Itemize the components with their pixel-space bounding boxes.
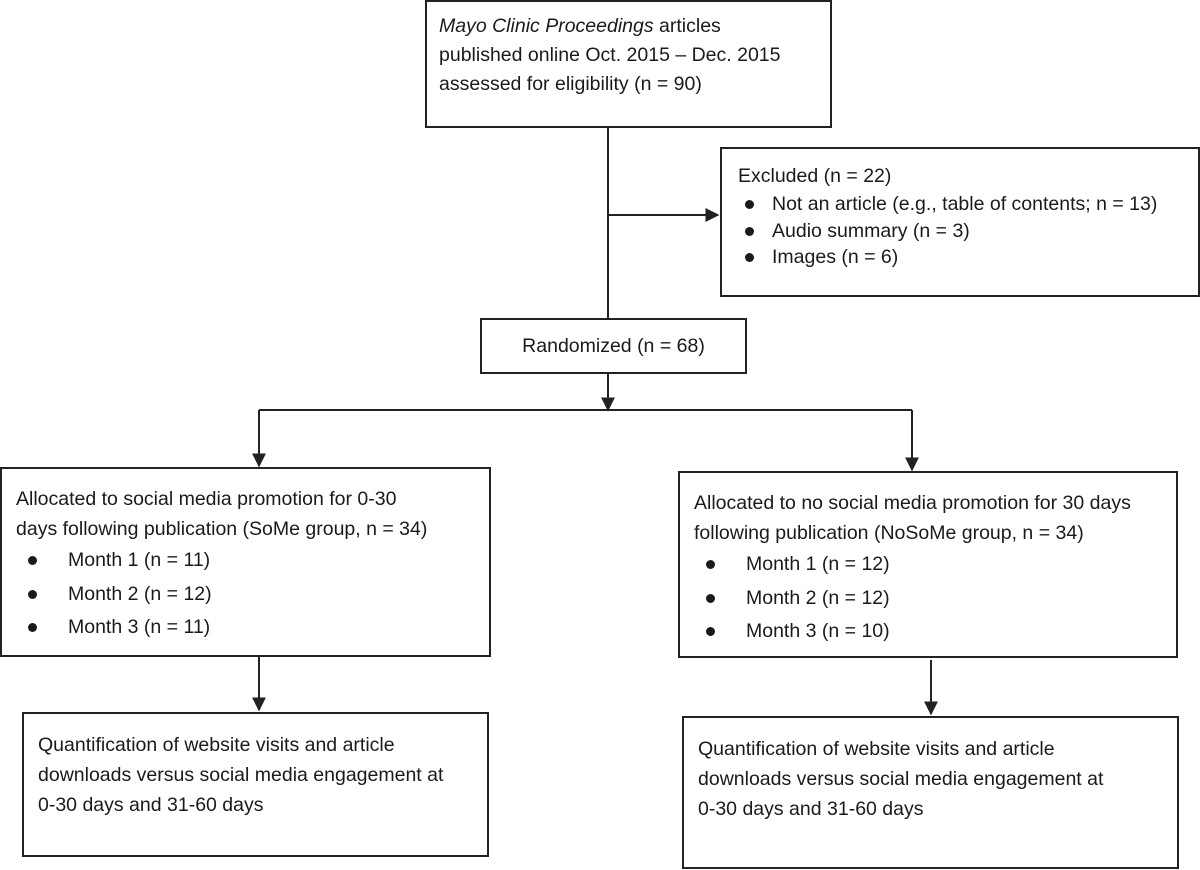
some-month-item: Month 3 (n = 11) — [16, 611, 489, 645]
nosome-group-line-1: Allocated to no social media promotion f… — [694, 492, 1131, 514]
nosome-group-line-2: following publication (NoSoMe group, n =… — [694, 522, 1084, 544]
nosome-outcome-line-1: Quantification of website visits and art… — [698, 738, 1055, 760]
nosome-outcome-box: Quantification of website visits and art… — [682, 716, 1179, 869]
randomized-label: Randomized (n = 68) — [522, 334, 705, 357]
eligibility-line-1-rest: articles — [653, 15, 721, 37]
some-group-line-2: days following publication (SoMe group, … — [16, 518, 428, 540]
nosome-group-box: Allocated to no social media promotion f… — [678, 471, 1178, 658]
some-month-list: Month 1 (n = 11) Month 2 (n = 12) Month … — [16, 544, 489, 645]
eligibility-box: Mayo Clinic Proceedings articles publish… — [425, 0, 832, 128]
nosome-month-item: Month 3 (n = 10) — [694, 615, 1176, 649]
excluded-title: Excluded (n = 22) — [738, 165, 892, 187]
eligibility-line-3: assessed for eligibility (n = 90) — [439, 73, 702, 95]
some-outcome-line-1: Quantification of website visits and art… — [38, 734, 395, 756]
nosome-month-item: Month 2 (n = 12) — [694, 582, 1176, 616]
some-outcome-line-2: downloads versus social media engagement… — [38, 764, 444, 786]
nosome-outcome-line-2: downloads versus social media engagement… — [698, 768, 1104, 790]
some-outcome-box: Quantification of website visits and art… — [22, 712, 489, 857]
nosome-month-list: Month 1 (n = 12) Month 2 (n = 12) Month … — [694, 548, 1176, 649]
excluded-box: Excluded (n = 22) Not an article (e.g., … — [720, 147, 1200, 297]
some-group-line-1: Allocated to social media promotion for … — [16, 488, 397, 510]
eligibility-line-2: published online Oct. 2015 – Dec. 2015 — [439, 44, 781, 66]
nosome-month-item: Month 1 (n = 12) — [694, 548, 1176, 582]
excluded-item: Audio summary (n = 3) — [738, 218, 1198, 245]
some-group-box: Allocated to social media promotion for … — [0, 467, 491, 657]
excluded-item: Not an article (e.g., table of contents;… — [738, 191, 1198, 218]
journal-name: Mayo Clinic Proceedings — [439, 15, 654, 37]
some-outcome-line-3: 0-30 days and 31-60 days — [38, 794, 264, 816]
eligibility-line-1: Mayo Clinic Proceedings articles — [439, 12, 830, 41]
some-month-item: Month 1 (n = 11) — [16, 544, 489, 578]
excluded-item: Images (n = 6) — [738, 244, 1198, 271]
randomized-box: Randomized (n = 68) — [480, 318, 747, 374]
some-month-item: Month 2 (n = 12) — [16, 578, 489, 612]
excluded-list: Not an article (e.g., table of contents;… — [738, 191, 1198, 271]
nosome-outcome-line-3: 0-30 days and 31-60 days — [698, 798, 924, 820]
